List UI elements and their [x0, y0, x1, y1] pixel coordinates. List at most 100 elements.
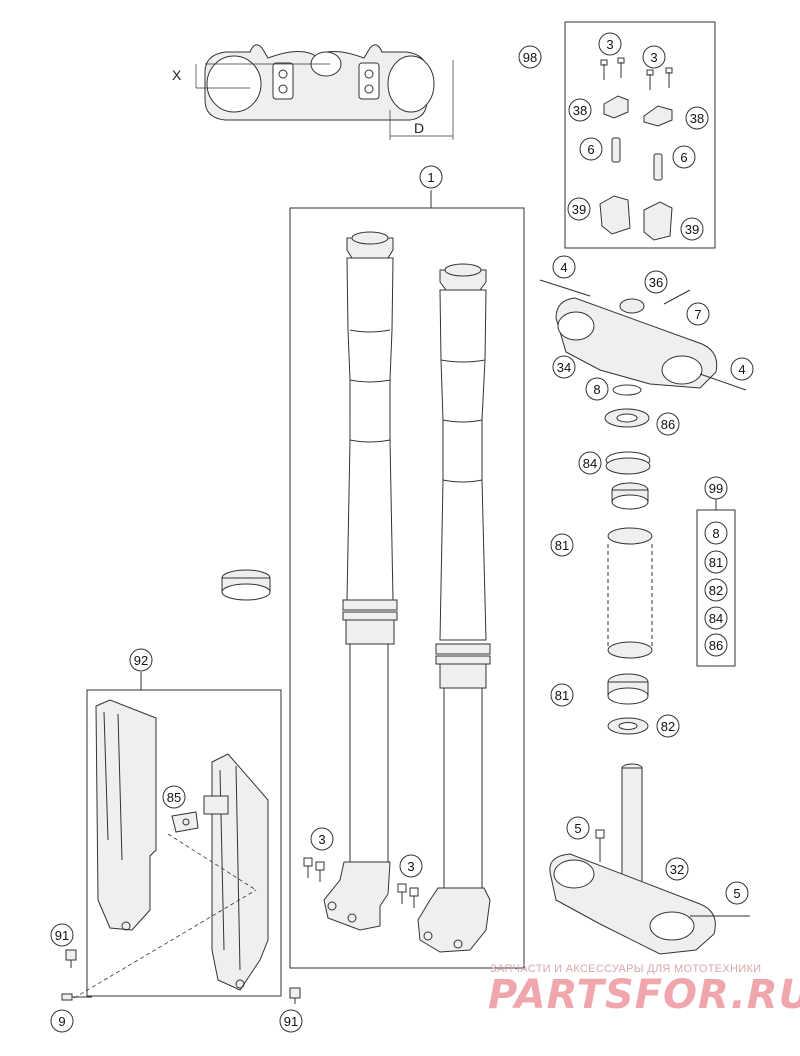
callout-3c: 3 — [310, 827, 334, 851]
callout-86b: 86 — [704, 633, 728, 657]
callout-86a: 86 — [656, 412, 680, 436]
fork-leg-left — [323, 231, 398, 931]
callout-7: 7 — [686, 302, 710, 326]
svg-text:8: 8 — [712, 526, 719, 541]
upper-triple-clamp — [539, 279, 747, 391]
callout-36: 36 — [644, 270, 668, 294]
callout-5a: 5 — [566, 816, 590, 840]
callout-4a: 4 — [552, 255, 576, 279]
svg-text:82: 82 — [661, 719, 675, 734]
callout-3b: 3 — [642, 45, 666, 69]
svg-text:91: 91 — [55, 928, 69, 943]
screw-91-left — [65, 949, 77, 968]
svg-text:82: 82 — [709, 583, 723, 598]
screw-91-right — [289, 987, 301, 1004]
callout-91a: 91 — [50, 923, 74, 947]
svg-text:6: 6 — [587, 142, 594, 157]
callout-6b: 6 — [672, 145, 696, 169]
kit-98-box — [564, 21, 716, 249]
bump-stop-ring — [221, 569, 271, 601]
svg-text:9: 9 — [58, 1014, 65, 1029]
svg-text:92: 92 — [134, 653, 148, 668]
callout-6a: 6 — [579, 137, 603, 161]
callout-3a: 3 — [598, 32, 622, 56]
svg-text:1: 1 — [427, 170, 434, 185]
assembly-line — [167, 833, 257, 891]
callout-38a: 38 — [568, 98, 592, 122]
callout-81a: 81 — [550, 533, 574, 557]
fork-guard-right — [203, 753, 269, 991]
fork-guard-left — [95, 699, 157, 931]
seal-84 — [605, 451, 651, 475]
callout-81b: 81 — [550, 683, 574, 707]
bolts-3-right — [397, 883, 419, 908]
callout-9: 9 — [50, 1009, 74, 1033]
svg-text:39: 39 — [572, 202, 586, 217]
svg-text:5: 5 — [574, 821, 581, 836]
svg-text:81: 81 — [709, 555, 723, 570]
callout-8b: 8 — [704, 521, 728, 545]
svg-text:99: 99 — [709, 481, 723, 496]
callout-39b: 39 — [680, 217, 704, 241]
svg-text:34: 34 — [557, 360, 571, 375]
callout-34: 34 — [552, 355, 576, 379]
fork-assembly-box — [289, 207, 525, 969]
bolts-3-left — [303, 857, 325, 882]
fork-guard-box — [86, 689, 282, 997]
seal-82 — [607, 717, 649, 735]
guide-85 — [171, 811, 199, 833]
bearing-81-upper — [611, 482, 649, 510]
callout-38b: 38 — [685, 106, 709, 130]
callout-39a: 39 — [567, 197, 591, 221]
o-ring-8 — [612, 384, 642, 396]
dimension-d-label: D — [414, 120, 424, 136]
callout-85: 85 — [162, 785, 186, 809]
svg-text:39: 39 — [685, 222, 699, 237]
svg-text:3: 3 — [407, 859, 414, 874]
fork-leg-right — [417, 263, 491, 953]
callout-5b: 5 — [725, 881, 749, 905]
watermark-brand: PARTSFOR.RU — [488, 972, 800, 1018]
svg-text:98: 98 — [523, 50, 537, 65]
svg-text:3: 3 — [606, 37, 613, 52]
callout-4b: 4 — [730, 357, 754, 381]
svg-text:36: 36 — [649, 275, 663, 290]
svg-text:3: 3 — [650, 50, 657, 65]
bearing-cups-head-tube — [607, 527, 653, 659]
callout-98: 98 — [518, 45, 542, 69]
lower-triple-clamp — [549, 763, 750, 955]
callout-32: 32 — [665, 857, 689, 881]
svg-text:81: 81 — [555, 688, 569, 703]
svg-text:81: 81 — [555, 538, 569, 553]
callouts: 98 3 3 38 38 6 6 39 39 1 4 36 7 34 4 8 8… — [50, 32, 754, 1033]
svg-text:86: 86 — [709, 638, 723, 653]
watermark-subtitle: ЗАПЧАСТИ И АКСЕССУАРЫ ДЛЯ МОТОТЕХНИКИ — [490, 963, 762, 975]
assembly-line-2 — [73, 889, 257, 999]
callout-99: 99 — [704, 476, 728, 500]
callout-8a: 8 — [585, 377, 609, 401]
kit-98-parts — [599, 57, 673, 241]
svg-text:8: 8 — [593, 382, 600, 397]
svg-text:84: 84 — [583, 456, 597, 471]
callout-81c: 81 — [704, 550, 728, 574]
svg-text:7: 7 — [694, 307, 701, 322]
svg-text:38: 38 — [573, 103, 587, 118]
svg-text:86: 86 — [661, 417, 675, 432]
dimension-x-label: X — [172, 67, 182, 83]
svg-text:91: 91 — [284, 1014, 298, 1029]
callout-84b: 84 — [704, 606, 728, 630]
callout-84a: 84 — [578, 451, 602, 475]
svg-text:4: 4 — [560, 260, 567, 275]
svg-text:85: 85 — [167, 790, 181, 805]
svg-text:5: 5 — [733, 886, 740, 901]
bearing-81-lower — [607, 673, 649, 705]
callout-1: 1 — [419, 165, 443, 189]
callout-82b: 82 — [704, 578, 728, 602]
callout-92: 92 — [129, 648, 153, 672]
svg-text:84: 84 — [709, 611, 723, 626]
screw-9 — [61, 993, 92, 1001]
svg-text:3: 3 — [318, 832, 325, 847]
callout-3d: 3 — [399, 854, 423, 878]
washer-86 — [604, 408, 650, 428]
svg-text:4: 4 — [738, 362, 745, 377]
